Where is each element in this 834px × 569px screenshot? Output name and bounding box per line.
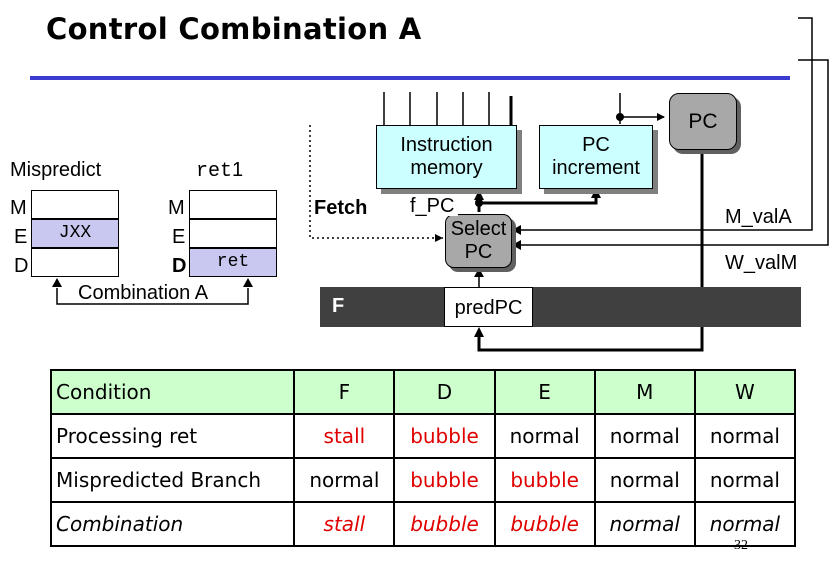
jxx-text: JXX: [58, 223, 92, 243]
f-pc-label: f_PC: [410, 196, 459, 216]
ret1-label-mono: ret: [196, 160, 233, 183]
header-condition: Condition: [49, 369, 296, 415]
combination-connector: [56, 288, 249, 305]
row2-m: normal: [593, 501, 696, 547]
stage-label-e-left: E: [14, 226, 28, 248]
row0-m: normal: [593, 413, 696, 459]
imem-input-lines: [383, 92, 513, 125]
header-f: F: [293, 369, 396, 415]
row1-condition: Mispredicted Branch: [49, 457, 296, 503]
stage-label-d-left: D: [14, 255, 29, 277]
table-row: Mispredicted Branch normal bubble bubble…: [49, 457, 797, 503]
stage-label-e-right: E: [172, 226, 186, 248]
control-table: Condition F D E M W Processing ret stall…: [49, 369, 797, 547]
header-d: D: [393, 369, 496, 415]
pcinc-line2: increment: [552, 157, 640, 179]
header-e: E: [493, 369, 596, 415]
selectpc-line1: Select: [450, 218, 507, 240]
header-m: M: [593, 369, 696, 415]
stage-label-m-left: M: [10, 197, 27, 219]
row1-w: normal: [693, 457, 797, 503]
row2-condition: Combination: [49, 501, 296, 547]
row2-f: stall: [293, 501, 396, 547]
instruction-memory-box: Instruction memory: [376, 125, 517, 189]
row2-w: normal: [693, 501, 797, 547]
title-underline: [30, 76, 790, 80]
row0-d: bubble: [393, 413, 496, 459]
row0-e: normal: [493, 413, 596, 459]
combination-a-label: Combination A: [76, 282, 211, 304]
select-pc-box: Select PC: [445, 214, 512, 268]
mispredict-stage-m: [31, 190, 119, 219]
ret-stage-e: [189, 219, 277, 248]
mispredict-stage-d: [31, 248, 119, 277]
ret1-label-suffix: 1: [232, 159, 244, 181]
pc-increment-box: PC increment: [539, 125, 653, 189]
row1-m: normal: [593, 457, 696, 503]
stage-label-d-right: D: [172, 255, 187, 277]
row1-f: normal: [293, 457, 396, 503]
selectpc-line2: PC: [464, 241, 493, 263]
f-register-label: F: [332, 295, 345, 317]
page-number: 32: [734, 538, 748, 553]
ret-text: ret: [216, 252, 250, 272]
m-vala-label: M_valA: [725, 206, 792, 228]
row0-f: stall: [293, 413, 396, 459]
page-title: Control Combination A: [46, 12, 422, 46]
predpc-text: predPC: [454, 297, 523, 319]
stage-label-m-right: M: [168, 197, 185, 219]
pc-text: PC: [688, 110, 718, 133]
table-row: Processing ret stall bubble normal norma…: [49, 413, 797, 459]
row2-d: bubble: [393, 501, 496, 547]
imem-line2: memory: [410, 157, 483, 179]
f-pipeline-register: F predPC: [320, 287, 801, 327]
fetch-label: Fetch: [314, 197, 368, 219]
table-header-row: Condition F D E M W: [49, 369, 797, 415]
imem-line1: Instruction: [400, 134, 493, 156]
feedback-lines: [512, 17, 829, 246]
table-row: Combination stall bubble bubble normal n…: [49, 501, 797, 547]
fetch-boundary: [309, 125, 443, 239]
row0-condition: Processing ret: [49, 413, 296, 459]
pc-register-box: PC: [669, 93, 737, 150]
mispredict-stage-e: JXX: [31, 219, 119, 248]
fpc-bus: [475, 190, 598, 212]
predpc-field: predPC: [444, 287, 533, 327]
w-valm-label: W_valM: [725, 252, 798, 274]
row0-w: normal: [693, 413, 797, 459]
row1-e: bubble: [493, 457, 596, 503]
pc-loop-bus: [477, 150, 704, 352]
ret-stage-m: [189, 190, 277, 219]
ret1-label: ret1: [196, 160, 243, 182]
header-w: W: [693, 369, 797, 415]
mispredict-label: Mispredict: [10, 159, 102, 181]
row2-e: bubble: [493, 501, 596, 547]
ret-stage-d: ret: [189, 248, 277, 277]
pcinc-line1: PC: [582, 134, 610, 156]
row1-d: bubble: [393, 457, 496, 503]
